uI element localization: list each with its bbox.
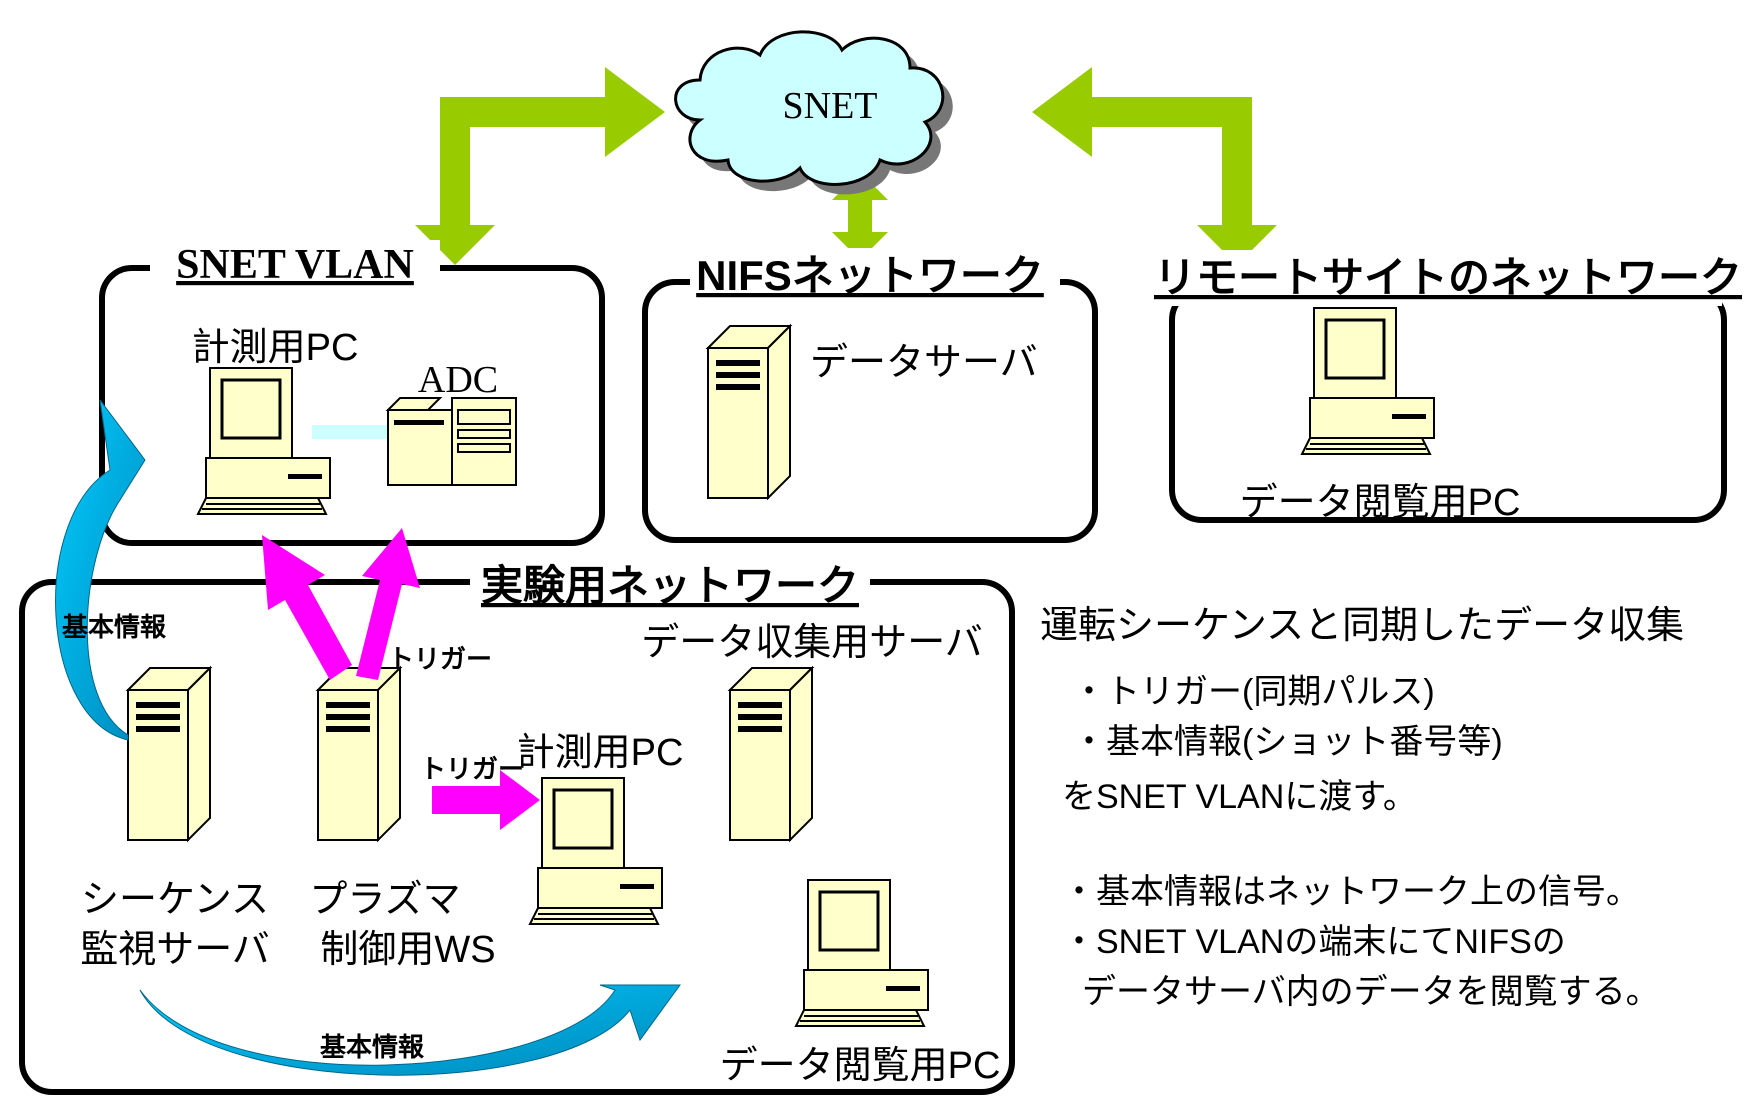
notes-heading: 運転シーケンスと同期したデータ収集 — [1040, 605, 1684, 647]
collect-server-icon — [729, 667, 813, 841]
trigger-arrows — [262, 528, 540, 830]
notes-panel: 運転シーケンスと同期したデータ収集 ・トリガー(同期パルス) ・基本情報(ショッ… — [1040, 605, 1684, 1011]
notes-line-6: データサーバ内のデータを閲覧する。 — [1082, 973, 1660, 1011]
remote-title: リモートサイトのネットワーク — [1154, 254, 1742, 301]
nifs-zone: NIFSネットワーク データサーバ — [642, 248, 1098, 543]
vlan-pc-label: 計測用PC — [192, 327, 359, 369]
trigger-label-up: トリガー — [388, 644, 492, 674]
notes-item-2: ・基本情報(ショット番号等) — [1072, 723, 1503, 761]
magenta-arrow-to-pc — [262, 535, 352, 680]
view-pc-label: データ閲覧用PC — [720, 1045, 1001, 1087]
notes-item-5: ・SNET VLANの端末にてNIFSの — [1062, 923, 1566, 961]
snet-vlan-title: SNET VLAN — [176, 242, 414, 288]
blue-arrow-bottom — [139, 984, 681, 1076]
plasma-ws-label-1: プラズマ — [309, 879, 460, 921]
experiment-title: 実験用ネットワーク — [481, 562, 859, 609]
notes-line-3: をSNET VLANに渡す。 — [1062, 778, 1417, 816]
arrow-snet-to-vlan — [415, 67, 665, 265]
basic-info-label-left: 基本情報 — [62, 612, 167, 642]
sequence-server-icon — [127, 667, 211, 841]
remote-pc-label: データ閲覧用PC — [1240, 482, 1521, 524]
collect-server-label: データ収集用サーバ — [641, 622, 983, 664]
arrow-snet-to-remote — [1032, 67, 1277, 265]
cloud-label: SNET — [783, 85, 878, 127]
data-server-icon — [707, 325, 791, 499]
notes-item-1: ・トリガー(同期パルス) — [1072, 673, 1435, 711]
remote-zone: リモートサイトのネットワーク データ閲覧用PC — [1154, 250, 1742, 524]
plasma-ws-label-2: 制御用WS — [320, 929, 495, 971]
meas-pc-label: 計測用PC — [517, 732, 684, 774]
notes-item-4: ・基本情報はネットワーク上の信号。 — [1062, 873, 1640, 911]
experiment-zone: 実験用ネットワーク シーケンス 監視サーバ プラズマ 制御用WS 計測用PC デ… — [19, 556, 1015, 1095]
sequence-server-label-1: シーケンス — [81, 879, 269, 921]
data-server-label: データサーバ — [810, 342, 1038, 384]
basic-info-arrows — [55, 399, 681, 1076]
magenta-arrow-to-adc — [356, 528, 420, 680]
trigger-label-right: トリガー — [420, 754, 524, 784]
magenta-arrow-right — [432, 770, 540, 830]
nifs-title: NIFSネットワーク — [696, 252, 1044, 299]
adc-icon — [385, 397, 517, 486]
snet-cloud: SNET — [674, 30, 953, 195]
adc-label: ADC — [418, 359, 498, 401]
blue-arrow-left — [55, 399, 146, 741]
plasma-ws-icon — [317, 667, 401, 841]
pc-adc-link — [312, 425, 387, 439]
sequence-server-label-2: 監視サーバ — [80, 929, 270, 971]
basic-info-label-bottom: 基本情報 — [320, 1032, 425, 1062]
snet-vlan-zone: SNET VLAN 計測用PC ADC — [99, 240, 605, 546]
